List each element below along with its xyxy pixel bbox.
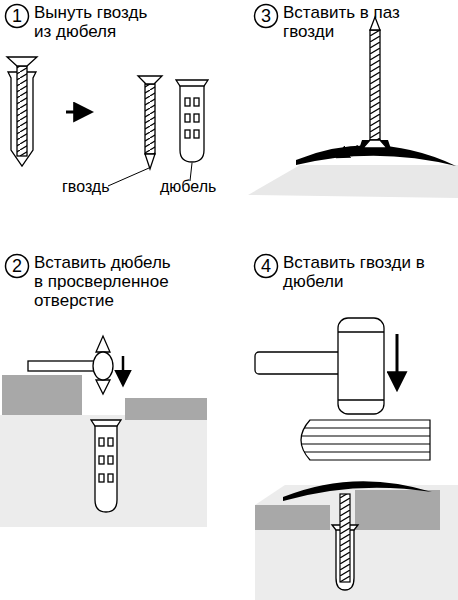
dowel-slot	[108, 474, 113, 482]
block-line	[301, 435, 430, 436]
dowel-slot	[99, 474, 104, 482]
dowel-body	[180, 86, 204, 162]
step-number: 3	[253, 3, 279, 29]
screw-head	[7, 57, 37, 66]
floor-surface	[248, 165, 458, 198]
direction-arrow	[338, 146, 358, 157]
dowel	[91, 420, 121, 512]
floor-block	[355, 490, 440, 530]
floor-block	[125, 398, 207, 420]
leader-line	[108, 168, 149, 186]
block-line	[304, 451, 430, 452]
step-panel: 3Вставить в паз гвозди	[253, 3, 443, 41]
hammer	[28, 336, 113, 394]
hammer-band	[338, 399, 384, 400]
direction-arrow	[122, 356, 125, 384]
dowel-flange	[91, 420, 121, 426]
nail-tip	[145, 154, 155, 169]
screw-shaft	[17, 66, 27, 156]
dowel-slot	[108, 456, 113, 464]
part-label: гвоздь	[62, 178, 110, 196]
block-outline	[301, 420, 430, 460]
base-surface	[0, 415, 207, 527]
dowel-slot	[185, 98, 190, 106]
dowel-slot	[99, 438, 104, 446]
step-heading: Вставить дюбель в просверленное отверсти…	[34, 253, 174, 310]
profile-channel	[358, 140, 392, 152]
floor-surface	[255, 485, 458, 600]
step-heading: Вынуть гвоздь из дюбеля	[34, 3, 159, 41]
hammer-handle	[28, 361, 94, 371]
part-label: дюбель	[160, 178, 216, 196]
step-number: 2	[4, 253, 30, 279]
nail-head	[363, 140, 387, 148]
hammer-head	[93, 352, 113, 380]
dowel-body	[95, 426, 117, 512]
dowel-slot	[185, 130, 190, 138]
block-line	[304, 427, 430, 428]
nail	[138, 76, 162, 169]
step-panel: 4Вставить гвозди в дюбели	[253, 253, 443, 291]
nail-shaft	[370, 30, 380, 140]
screw-in-dowel	[7, 57, 37, 166]
step-panel: 2Вставить дюбель в просверленное отверст…	[4, 253, 184, 310]
direction-arrow	[396, 334, 399, 388]
hammer-face	[96, 380, 110, 394]
hammer-head	[338, 318, 384, 414]
wood-block	[301, 420, 430, 460]
dowel-slot	[194, 114, 199, 122]
hammer-peen	[96, 336, 110, 352]
nail-head	[138, 76, 162, 84]
step-number: 1	[4, 3, 30, 29]
dowel-slot	[194, 98, 199, 106]
step-heading: Вставить гвозди в дюбели	[283, 253, 428, 291]
floor-block	[255, 505, 330, 530]
hammer-band	[338, 331, 384, 332]
block-line	[301, 443, 430, 444]
step-number: 4	[253, 253, 279, 279]
hammer	[255, 318, 384, 414]
nail-shaft	[145, 84, 155, 154]
dowel-slot	[185, 114, 190, 122]
step-heading: Вставить в паз гвозди	[283, 3, 428, 41]
floor-block	[2, 375, 82, 415]
dowel-slot	[99, 456, 104, 464]
nail-shaft	[340, 494, 350, 582]
threshold-profile	[283, 481, 432, 501]
hammer-handle	[255, 352, 345, 374]
direction-arrow	[66, 111, 90, 114]
dowel	[176, 80, 208, 162]
nail	[363, 17, 387, 148]
dowel-slot	[108, 438, 113, 446]
dowel-slot	[194, 130, 199, 138]
dowel-flange	[176, 80, 208, 86]
step-panel: 1Вынуть гвоздь из дюбеля	[4, 3, 164, 41]
